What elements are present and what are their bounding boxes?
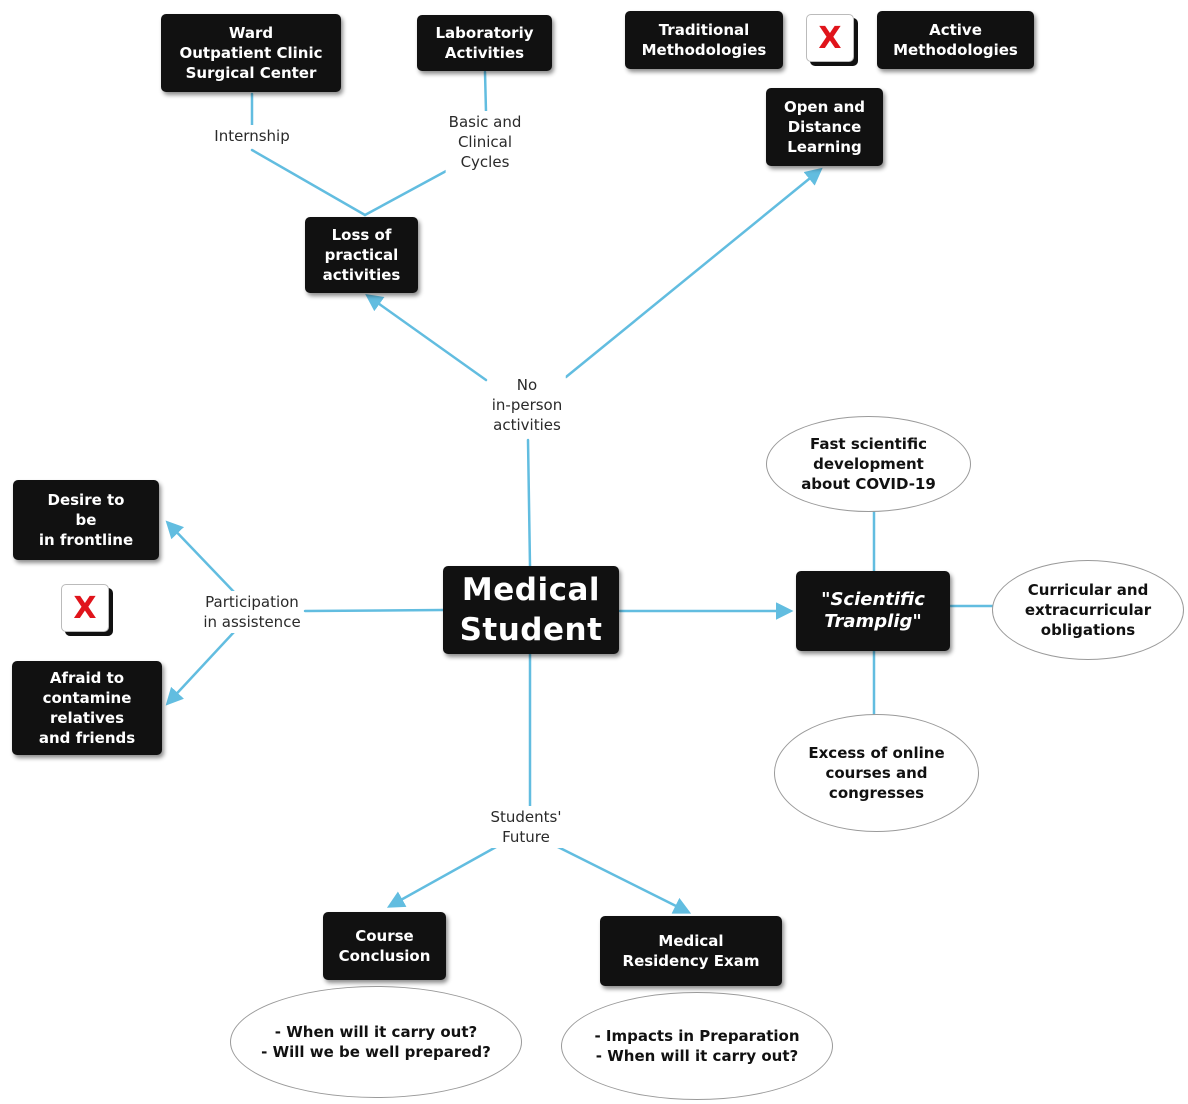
label-no-in-person-activities: No in-person activities (488, 374, 566, 436)
node-afraid-contamine: Afraid to contamine relatives and friend… (12, 661, 162, 755)
arrow-to-open-distance (564, 167, 823, 379)
node-active-methodologies: Active Methodologies (877, 11, 1034, 69)
arrow-to-loss-practical (365, 293, 488, 382)
node-open-distance-learning: Open and Distance Learning (766, 88, 883, 166)
node-traditional-methodologies: Traditional Methodologies (625, 11, 783, 69)
oval-curricular-obligations: Curricular and extracurricular obligatio… (992, 560, 1184, 660)
arrow-to-residency-exam (556, 845, 692, 914)
x-mark-icon: X (61, 584, 109, 632)
connector-center-to-participation (303, 608, 445, 613)
node-medical-student: Medical Student (443, 566, 619, 654)
node-ward-outpatient-surgical: Ward Outpatient Clinic Surgical Center (161, 14, 341, 92)
label-participation-assistence: Participation in assistence (200, 591, 304, 633)
connector-loss-to-basic-cycles (363, 168, 450, 217)
oval-residency-exam-questions: - Impacts in Preparation - When will it … (561, 992, 833, 1100)
node-desire-frontline: Desire to be in frontline (13, 480, 159, 560)
arrow-to-course-conclusion (386, 845, 498, 908)
oval-course-conclusion-questions: - When will it carry out? - Will we be w… (230, 986, 522, 1098)
node-laboratory-activities: Laboratoriy Activities (417, 15, 552, 71)
connector-basic-cycles-to-lab (483, 70, 488, 114)
connector-center-to-no-in-person (526, 438, 532, 568)
node-course-conclusion: Course Conclusion (323, 912, 446, 980)
node-loss-practical-activities: Loss of practical activities (305, 217, 418, 293)
node-medical-residency-exam: Medical Residency Exam (600, 916, 782, 986)
arrow-to-afraid-contamine (165, 630, 236, 706)
label-internship: Internship (211, 125, 293, 147)
oval-fast-scientific-development: Fast scientific development about COVID-… (766, 416, 971, 512)
x-mark-icon: X (806, 14, 854, 62)
label-basic-clinical-cycles: Basic and Clinical Cycles (445, 111, 525, 173)
oval-excess-online-courses: Excess of online courses and congresses (774, 714, 979, 832)
connector-loss-to-internship (250, 148, 367, 217)
label-students-future: Students' Future (487, 806, 565, 848)
node-scientific-tramplig: "Scientific Tramplig" (796, 571, 950, 651)
arrow-to-desire-frontline (165, 520, 236, 594)
